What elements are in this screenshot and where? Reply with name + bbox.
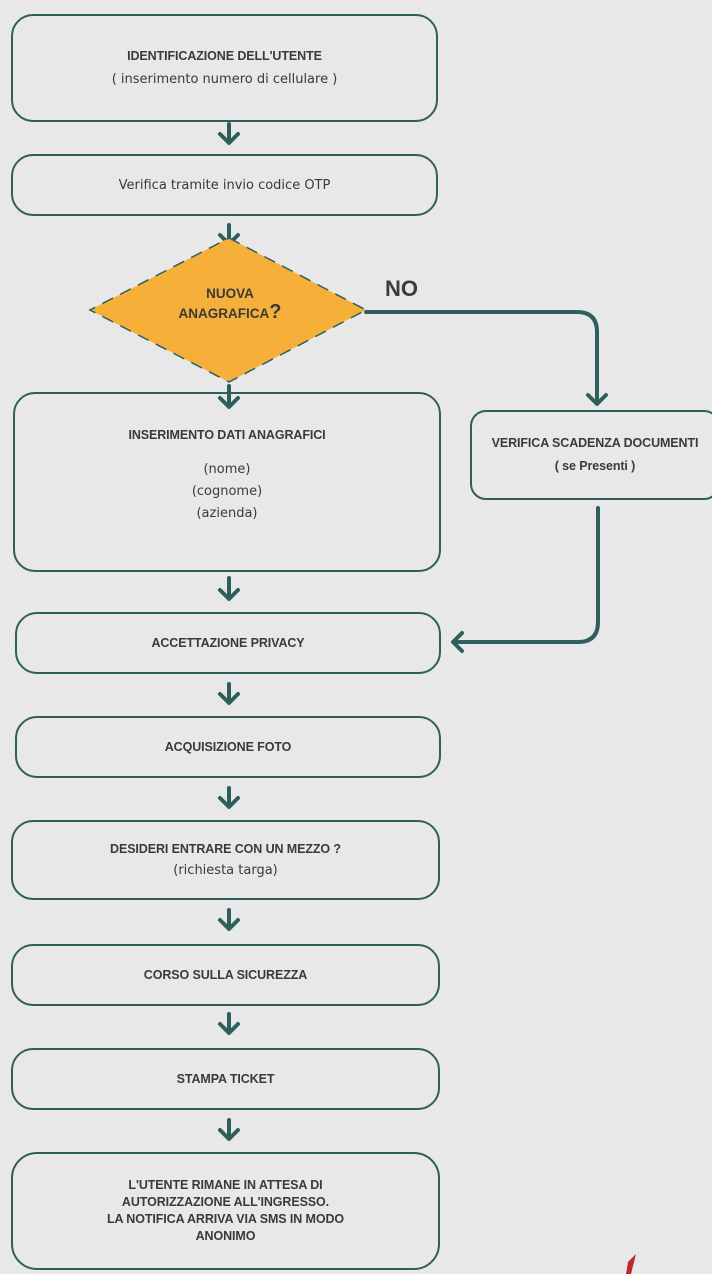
no-branch-connector	[364, 310, 599, 404]
node-accettazione-privacy: ACCETTAZIONE PRIVACY	[15, 612, 441, 674]
node-title: INSERIMENTO DATI ANAGRAFICI	[128, 427, 326, 442]
return-arrowhead	[451, 631, 464, 653]
node-text: ACQUISIZIONE FOTO	[164, 740, 292, 754]
node-text: STAMPA TICKET	[176, 1072, 275, 1086]
node-subtitle: ( se Presenti )	[554, 459, 636, 473]
decision-line2: ANAGRAFICA	[178, 306, 270, 321]
node-text: ACCETTAZIONE PRIVACY	[151, 636, 305, 650]
node-text: CORSO SULLA SICUREZZA	[143, 968, 308, 982]
decision-question-mark: ?	[269, 301, 282, 323]
node-line-3: LA NOTIFICA ARRIVA VIA SMS IN MODO	[106, 1212, 345, 1226]
arrow-down-6	[218, 786, 240, 809]
arrow-down-3	[218, 384, 240, 409]
arrow-down-8	[218, 1012, 240, 1035]
arrow-down-9	[218, 1118, 240, 1141]
node-stampa-ticket: STAMPA TICKET	[11, 1048, 440, 1110]
branch-label-no: NO	[385, 276, 418, 301]
field-cognome: (cognome)	[191, 483, 263, 499]
node-identificazione-utente: IDENTIFICAZIONE DELL'UTENTE ( inseriment…	[11, 14, 438, 122]
arrow-down-5	[218, 682, 240, 705]
node-text: Verifica tramite invio codice OTP	[118, 177, 331, 193]
node-line-1: L'UTENTE RIMANE IN ATTESA DI	[128, 1178, 323, 1192]
node-title: IDENTIFICAZIONE DELL'UTENTE	[127, 49, 322, 63]
node-acquisizione-foto: ACQUISIZIONE FOTO	[15, 716, 441, 778]
arrow-down-4	[218, 576, 240, 601]
node-title: VERIFICA SCADENZA DOCUMENTI	[491, 436, 699, 450]
node-verifica-scadenza: VERIFICA SCADENZA DOCUMENTI ( se Present…	[470, 410, 712, 500]
no-branch-arrowhead	[586, 393, 608, 406]
decision-label: NUOVA ANAGRAFICA?	[150, 284, 310, 323]
field-nome: (nome)	[203, 461, 251, 477]
decision-diamond	[88, 237, 368, 383]
arrow-down-1	[218, 122, 240, 145]
field-azienda: (azienda)	[196, 505, 258, 521]
arrow-down-7	[218, 908, 240, 931]
node-verifica-otp: Verifica tramite invio codice OTP	[11, 154, 438, 216]
node-attesa-autorizzazione: L'UTENTE RIMANE IN ATTESA DI AUTORIZZAZI…	[11, 1152, 440, 1270]
node-entrare-con-mezzo: DESIDERI ENTRARE CON UN MEZZO ? (richies…	[11, 820, 440, 900]
node-title: DESIDERI ENTRARE CON UN MEZZO ?	[110, 842, 341, 856]
node-line-2: AUTORIZZAZIONE ALL'INGRESSO.	[121, 1195, 330, 1209]
node-corso-sicurezza: CORSO SULLA SICUREZZA	[11, 944, 440, 1006]
node-inserimento-dati: INSERIMENTO DATI ANAGRAFICI (nome) (cogn…	[13, 392, 441, 572]
decision-line1: NUOVA	[206, 286, 254, 301]
node-subtitle: ( inserimento numero di cellulare )	[111, 72, 338, 87]
node-line-4: ANONIMO	[195, 1229, 256, 1243]
return-connector	[452, 506, 600, 644]
logo-fragment-icon	[626, 1254, 636, 1274]
node-subtitle: (richiesta targa)	[173, 863, 278, 878]
